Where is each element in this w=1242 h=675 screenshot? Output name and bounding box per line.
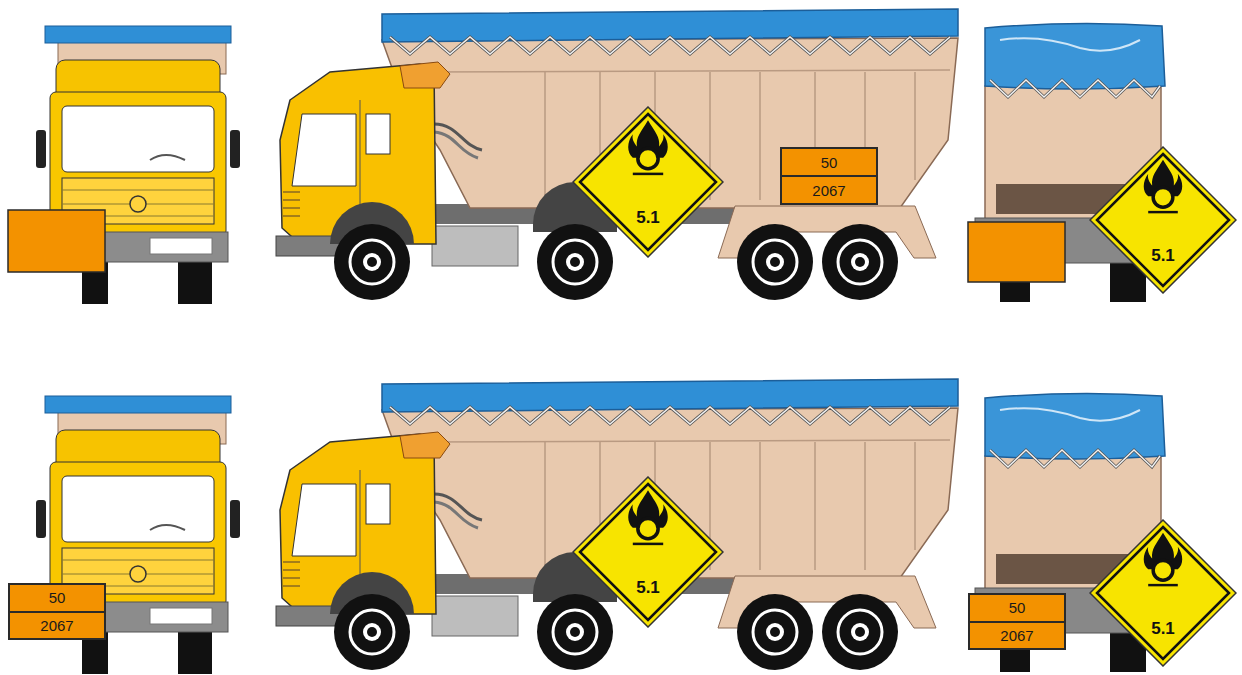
oxidizer-symbol <box>628 490 668 544</box>
ring <box>638 519 658 539</box>
oxidizer-symbol <box>628 120 668 174</box>
upper-truck-row <box>36 9 1165 304</box>
diamond-border <box>580 114 716 250</box>
diamond-ground <box>573 107 723 257</box>
diamond-border <box>580 484 716 620</box>
diamond-outline <box>1089 146 1237 294</box>
diamond-ground <box>573 477 723 627</box>
class-number: 5.1 <box>1089 620 1237 639</box>
hazard-code: 2067 <box>970 621 1064 649</box>
class-number: 5.1 <box>572 579 724 598</box>
diamond-border <box>1097 527 1229 659</box>
diamond-outline <box>1089 519 1237 667</box>
hazard-code: 2067 <box>782 175 876 203</box>
diamond-ground <box>1090 147 1236 293</box>
hazard-label: 5.1 <box>1089 146 1237 294</box>
oxidizer-symbol <box>1144 160 1182 212</box>
orange-plate: 502067 <box>780 147 878 205</box>
lower-truck-row <box>36 379 1165 674</box>
hazard-label: 5.1 <box>572 106 724 258</box>
symbol-base <box>1148 211 1178 213</box>
orange-plate: 502067 <box>968 593 1066 650</box>
diamond-outline <box>572 106 724 258</box>
orange-plate: 502067 <box>8 583 106 640</box>
class-number: 5.1 <box>572 209 724 228</box>
blank-orange-plate <box>968 222 1065 282</box>
ring <box>638 149 658 169</box>
hazard-code: 2067 <box>10 611 104 639</box>
symbol-base <box>633 543 663 546</box>
symbol-base <box>633 173 663 176</box>
hazard-code: 50 <box>970 595 1064 621</box>
hazard-code: 50 <box>10 585 104 611</box>
oxidizer-symbol <box>1144 533 1182 585</box>
diamond-ground <box>1090 520 1236 666</box>
symbol-base <box>1148 584 1178 586</box>
hazard-label: 5.1 <box>572 476 724 628</box>
class-number: 5.1 <box>1089 247 1237 266</box>
blank-orange-plate <box>8 210 105 272</box>
hazard-code: 50 <box>782 149 876 175</box>
diamond-border <box>1097 154 1229 286</box>
ring <box>1153 187 1173 207</box>
hazard-label: 5.1 <box>1089 519 1237 667</box>
ring <box>1153 560 1173 580</box>
diamond-outline <box>572 476 724 628</box>
